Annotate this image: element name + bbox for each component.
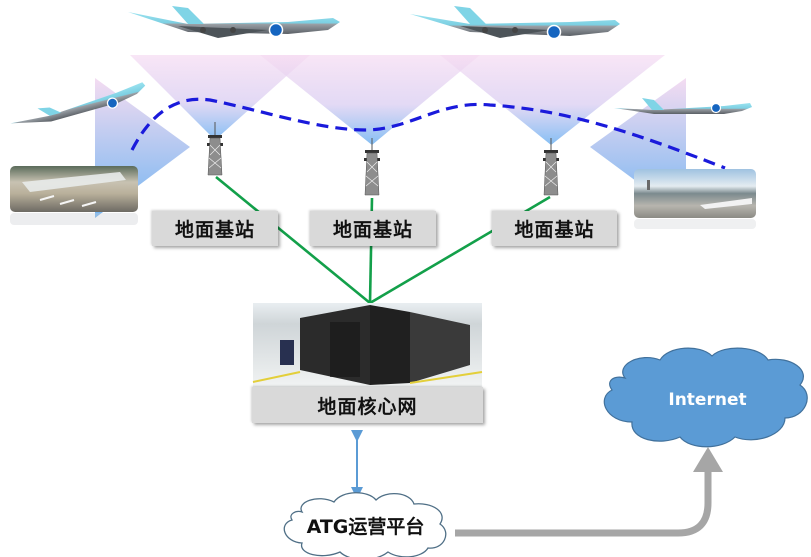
arrival-airport xyxy=(634,169,756,229)
tower-3 xyxy=(543,138,559,196)
base-station-label-3: 地面基站 xyxy=(492,211,617,246)
base-station-label-2: 地面基站 xyxy=(310,211,436,246)
coverage-beam-2 xyxy=(260,55,480,145)
atg-platform-label: ATG运营平台 xyxy=(306,515,425,538)
departure-airport xyxy=(10,166,138,225)
atg-platform-cloud xyxy=(283,492,447,557)
plane-top-right xyxy=(410,6,620,40)
coverage-beam-1 xyxy=(130,55,310,140)
tower-2 xyxy=(364,138,380,196)
coverage-beams xyxy=(95,55,686,218)
flight-path xyxy=(130,97,726,170)
core-network-image xyxy=(252,303,483,387)
plane-top-left xyxy=(128,6,340,38)
platform-internet-arrow xyxy=(455,470,712,537)
plane-climbing xyxy=(10,82,146,124)
link-bs1-core xyxy=(215,175,371,305)
internet-cloud xyxy=(603,347,808,448)
plane-descending xyxy=(614,98,752,114)
internet-label: Internet xyxy=(668,390,747,410)
internet-arrowhead xyxy=(693,447,723,472)
base-station-label-1: 地面基站 xyxy=(152,211,278,246)
coverage-beam-3 xyxy=(440,55,665,145)
core-network-label: 地面核心网 xyxy=(252,387,483,423)
tower-1 xyxy=(207,122,223,176)
